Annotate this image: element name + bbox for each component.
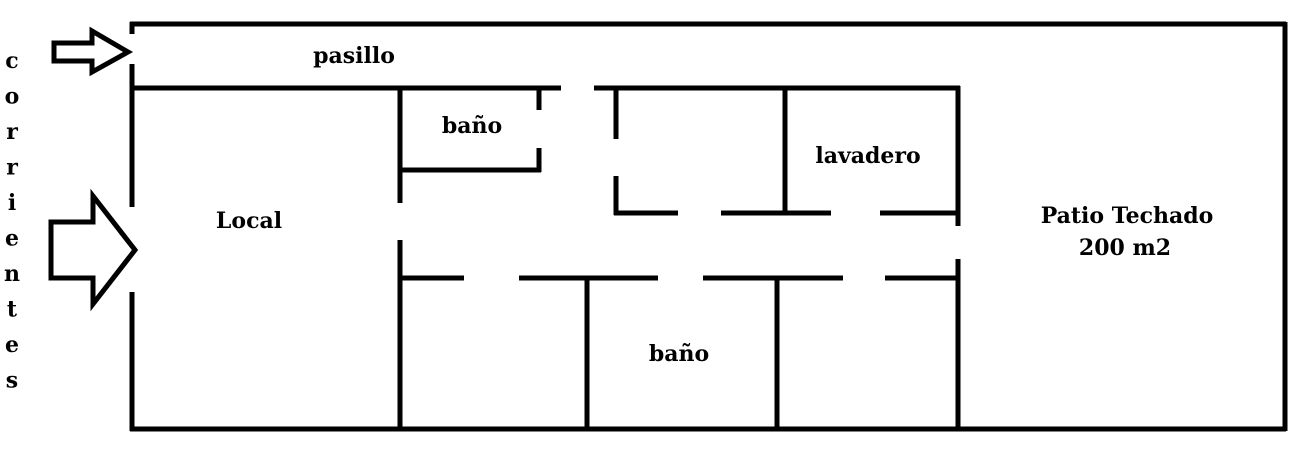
street-letter: o	[5, 84, 20, 110]
room-label-patio-area: 200 m2	[1079, 235, 1171, 261]
street-letter: n	[4, 261, 20, 287]
street-letter: t	[7, 297, 18, 323]
room-label-bano-top: baño	[442, 113, 502, 139]
room-label-bano-bottom: baño	[649, 341, 709, 367]
street-letter: i	[8, 190, 16, 216]
walls	[129, 21, 1288, 432]
street-letter: e	[5, 226, 19, 252]
entrance-arrow-pasillo	[51, 26, 134, 77]
room-label-lavadero: lavadero	[815, 143, 920, 169]
room-label-local: Local	[216, 208, 282, 234]
street-letter: e	[5, 332, 19, 358]
room-label-patio: Patio Techado	[1041, 203, 1214, 229]
entrance-arrow-local	[48, 188, 139, 312]
street-letter: s	[6, 368, 18, 394]
street-letter: r	[6, 119, 18, 145]
room-label-pasillo: pasillo	[313, 43, 395, 69]
street-letter: r	[6, 155, 18, 181]
street-letter: c	[5, 48, 18, 74]
